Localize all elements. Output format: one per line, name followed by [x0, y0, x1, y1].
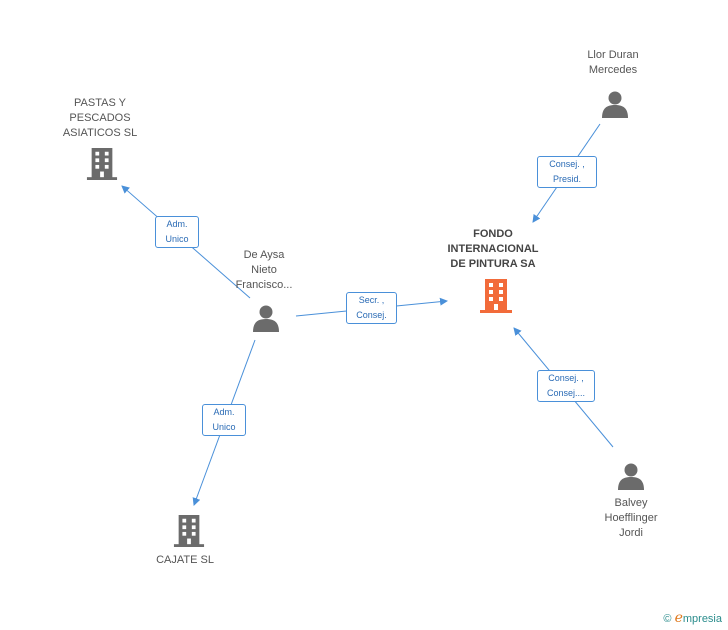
node-label-balvey[interactable]: Balvey Hoefflinger Jordi [604, 497, 658, 539]
node-label-fondo[interactable]: FONDO INTERNACIONAL DE PINTURA SA [447, 228, 539, 270]
building-icon[interactable] [173, 514, 205, 548]
edge-label-deaysa-fondo[interactable]: Secr. , Consej. [346, 292, 397, 324]
edge-label-balvey-fondo[interactable]: Consej. , Consej.... [537, 370, 595, 402]
node-label-pastas[interactable]: PASTAS Y PESCADOS ASIATICOS SL [62, 97, 138, 139]
building-icon[interactable] [86, 147, 118, 181]
brand-initial: e [674, 610, 683, 626]
node-label-cajate[interactable]: CAJATE SL [156, 554, 214, 566]
edge-label-deaysa-pastas[interactable]: Adm. Unico [155, 216, 199, 248]
building-icon[interactable] [479, 278, 513, 314]
edge-label-llor-fondo[interactable]: Consej. , Presid. [537, 156, 597, 188]
edge-label-deaysa-cajate[interactable]: Adm. Unico [202, 404, 246, 436]
person-icon[interactable] [617, 462, 645, 490]
person-icon[interactable] [601, 90, 629, 118]
person-icon[interactable] [252, 304, 280, 332]
brand-watermark: © empresia [663, 610, 722, 626]
node-label-deaysa[interactable]: De Aysa Nieto Francisco... [235, 249, 293, 291]
node-label-llor[interactable]: Llor Duran Mercedes [587, 49, 639, 76]
copyright-symbol: © [663, 613, 672, 625]
brand-name: mpresia [682, 613, 722, 625]
